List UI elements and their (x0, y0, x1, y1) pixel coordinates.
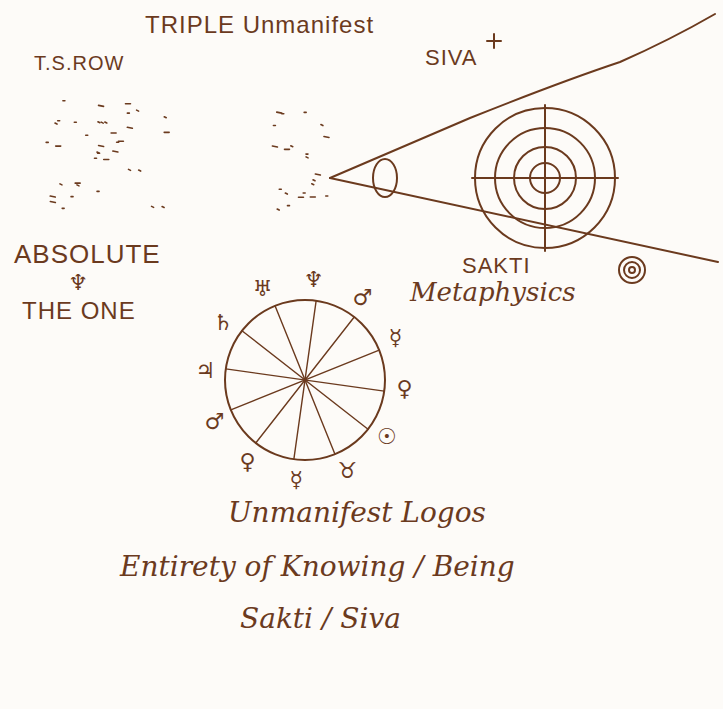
dot (272, 146, 277, 147)
planet-symbol: ♉ (337, 459, 357, 483)
dot (71, 196, 73, 198)
dot (137, 110, 139, 111)
planet-symbol: ♅ (253, 277, 273, 301)
dot (279, 189, 281, 191)
logos-label: Unmanifest Logos (228, 498, 486, 529)
dot (287, 205, 289, 207)
cone-lines (330, 14, 718, 262)
sakti-label: SAKTI (462, 254, 531, 278)
dot (304, 112, 306, 114)
dot (97, 191, 99, 193)
plus-mark (487, 34, 501, 48)
wheel (225, 300, 385, 460)
author-name: T.S.ROW (34, 52, 124, 74)
dot (312, 184, 314, 185)
dot (98, 122, 100, 123)
dot (285, 193, 287, 194)
dot (118, 140, 123, 142)
wheel-rim (225, 300, 385, 460)
dot (152, 206, 154, 207)
dot (313, 180, 315, 181)
dot (60, 184, 62, 185)
concentric-circles (472, 105, 618, 251)
wheel-spoke (231, 350, 379, 410)
one-label: THE ONE (22, 298, 136, 324)
dot (306, 157, 308, 158)
dot (315, 174, 320, 175)
planet-symbol: ☿ (290, 468, 304, 492)
dot (164, 117, 166, 118)
dot (105, 122, 107, 123)
dot (298, 196, 303, 198)
dot (86, 134, 88, 136)
dot (324, 136, 329, 137)
dot (291, 146, 293, 147)
dot (164, 132, 169, 134)
dot (310, 196, 315, 198)
siva-label: SIVA (425, 46, 478, 70)
dot (75, 182, 80, 184)
absolute-label: ABSOLUTE (14, 240, 161, 269)
dot (306, 153, 308, 155)
metaphysics-label: Metaphysics (410, 278, 576, 307)
planet-symbol: ♆ (304, 268, 324, 292)
dot (62, 208, 64, 210)
dot (127, 127, 132, 128)
dot (113, 151, 118, 152)
planet-symbol: ☉ (377, 425, 397, 449)
planet-symbol: ♃ (196, 359, 216, 383)
dot (277, 112, 282, 113)
dot (104, 159, 109, 161)
dot (277, 209, 279, 210)
dot (284, 149, 289, 151)
dot (56, 145, 61, 147)
dot (139, 170, 141, 171)
dot (303, 192, 305, 194)
dot (99, 105, 104, 106)
entirety-label: Entirety of Knowing / Being (120, 552, 515, 583)
dot (99, 146, 104, 147)
planet-symbol: ♀ (240, 450, 256, 474)
small-concentric (619, 257, 645, 283)
dot (162, 207, 164, 208)
absolute-symbol: ♆ (68, 271, 88, 295)
dot (273, 125, 275, 127)
dot (326, 195, 328, 197)
dot (97, 152, 99, 153)
sakti-siva-label: Sakti / Siva (240, 604, 401, 635)
dot (55, 123, 57, 124)
dot (321, 125, 323, 126)
dot (129, 169, 131, 170)
dot (125, 103, 130, 105)
planet-symbol: ♀ (397, 377, 413, 401)
dot (74, 121, 76, 123)
dot (127, 112, 129, 114)
dot (46, 142, 48, 144)
planet-symbol: ♂ (204, 410, 224, 434)
planet-symbol: ♄ (213, 311, 233, 335)
dot (111, 132, 116, 134)
planet-symbol: ♂ (352, 286, 372, 310)
dot (101, 122, 103, 123)
dot (50, 196, 55, 197)
dot (98, 152, 100, 154)
dot (95, 157, 97, 159)
dot (50, 202, 55, 203)
dot (77, 185, 79, 186)
title: TRIPLE Unmanifest (145, 12, 374, 38)
dot (58, 120, 60, 122)
dot-clusters (46, 101, 329, 210)
dot (63, 100, 65, 102)
planet-symbol: ☿ (389, 326, 403, 350)
